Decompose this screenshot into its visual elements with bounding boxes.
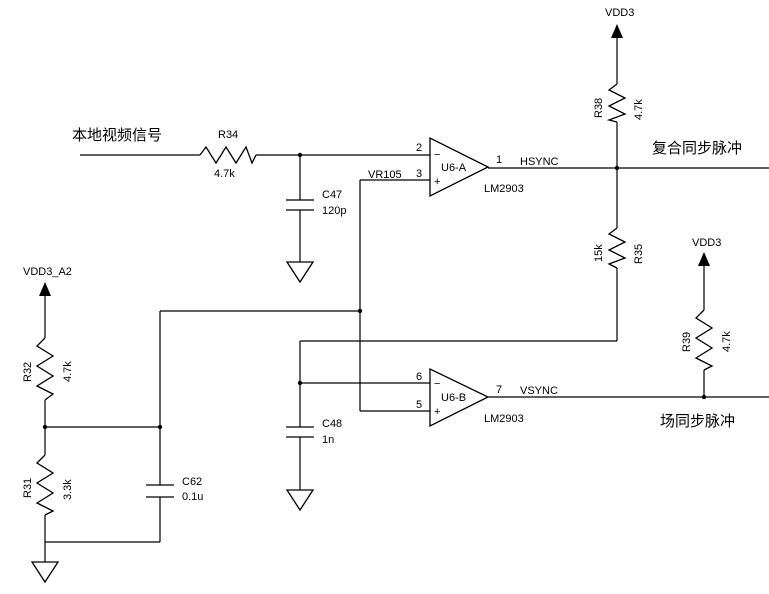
u6a-pin-out: 1 [496, 154, 502, 166]
vsync-net-label: VSYNC [520, 385, 558, 397]
u6a-part: LM2903 [484, 183, 524, 195]
resistor-r35: 15k R35 [593, 227, 645, 269]
vdd3-right-label: VDD3 [692, 237, 721, 249]
hsync-net-label: HSYNC [520, 156, 559, 168]
resistor-r31: R31 3.3k [22, 454, 74, 516]
u6b-plus-symbol: + [434, 406, 440, 418]
u6a-pin-inv: 2 [416, 142, 422, 154]
junction-dot [297, 380, 303, 386]
resistor-r34: R34 4.7k [199, 129, 257, 180]
vdd3-top-label: VDD3 [605, 7, 634, 19]
c47-ref: C47 [322, 189, 342, 201]
opamp-u6b: − + U6-B 6 5 7 LM2903 [416, 367, 524, 428]
c62-value: 0.1u [182, 491, 203, 503]
ground-symbol-c47 [285, 261, 315, 284]
c47-value: 120p [322, 205, 346, 217]
c48-ref: C48 [322, 418, 342, 430]
u6b-pin-noninv: 5 [416, 399, 422, 411]
r35-value: 15k [593, 244, 605, 262]
wires [44, 38, 769, 562]
u6b-pin-out: 7 [496, 384, 502, 396]
r31-ref: R31 [22, 478, 34, 498]
r32-value: 4.7k [62, 361, 74, 382]
u6b-pin-inv: 6 [416, 371, 422, 383]
u6a-pin-noninv: 3 [416, 168, 422, 180]
power-vdd3-top: VDD3 [605, 7, 634, 38]
r35-ref: R35 [633, 244, 645, 264]
u6a-plus-symbol: + [434, 176, 440, 188]
r34-ref: R34 [218, 129, 238, 141]
resistor-r32: R32 4.7k [22, 337, 74, 401]
power-vdd3-a2: VDD3_A2 [23, 266, 72, 296]
r38-value: 4.7k [633, 99, 645, 120]
vsync-output-label: 场同步脉冲 [660, 412, 735, 430]
junction-dot [357, 308, 363, 314]
junction-dot [157, 424, 163, 430]
r34-value: 4.7k [214, 168, 235, 180]
ground-symbol-divider [30, 561, 60, 584]
c62-ref: C62 [182, 476, 202, 488]
u6b-ref: U6-B [441, 392, 466, 404]
junction-dot [614, 165, 620, 171]
hsync-output-label: 复合同步脉冲 [652, 139, 742, 157]
capacitor-c48: C48 1n [286, 418, 342, 446]
opamp-u6a: − + U6-A 2 3 1 LM2903 [416, 136, 524, 198]
u6a-ref: U6-A [441, 162, 467, 174]
ground-symbol-c48 [285, 489, 315, 512]
capacitor-c62: C62 0.1u [146, 476, 203, 503]
capacitor-c47: C47 120p [286, 189, 346, 217]
u6b-minus-symbol: − [434, 378, 440, 390]
c48-value: 1n [322, 434, 334, 446]
junction-dot [42, 424, 48, 430]
r31-value: 3.3k [62, 479, 74, 500]
junction-dot [297, 152, 303, 158]
r38-ref: R38 [593, 98, 605, 118]
r39-ref: R39 [681, 332, 693, 352]
u6b-part: LM2903 [484, 413, 524, 425]
resistor-r39: R39 4.7k [681, 309, 733, 371]
junctions [42, 152, 707, 430]
r32-ref: R32 [22, 362, 34, 382]
input-signal-label: 本地视频信号 [72, 126, 162, 144]
vr105-net-label: VR105 [368, 169, 402, 181]
junction-dot [701, 394, 707, 400]
u6a-minus-symbol: − [434, 149, 440, 161]
r39-value: 4.7k [721, 331, 733, 352]
resistor-r38: R38 4.7k [593, 83, 645, 123]
power-vdd3-right: VDD3 [692, 237, 721, 266]
vdd3-a2-label: VDD3_A2 [23, 266, 72, 278]
